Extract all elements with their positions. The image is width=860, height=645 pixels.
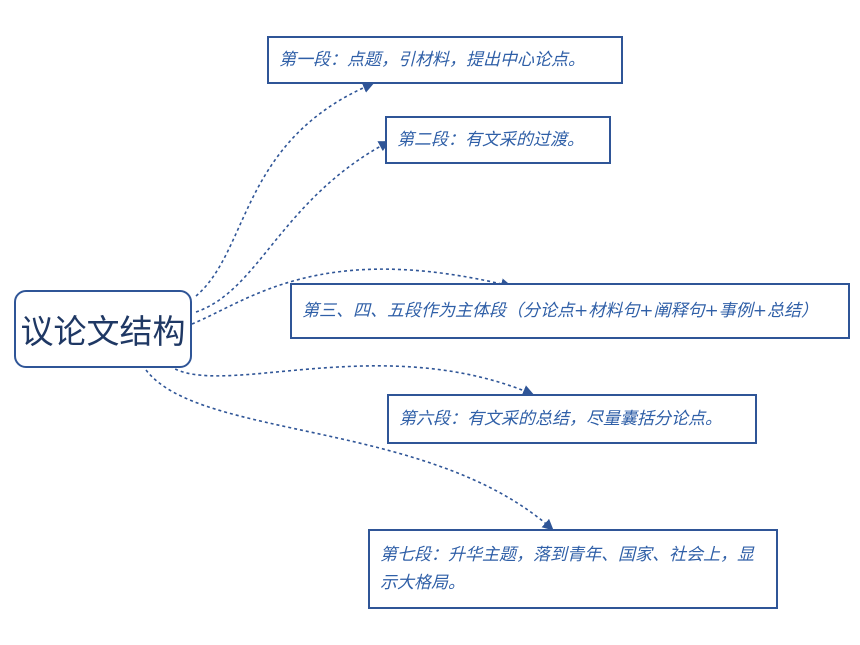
node-paragraph-7: 第七段：升华主题，落到青年、国家、社会上，显示大格局。 [368,529,778,609]
root-node-label: 议论文结构 [20,312,186,351]
connector-to-node-4 [169,365,535,396]
node-paragraph-1: 第一段：点题，引材料，提出中心论点。 [267,36,623,84]
connector-to-node-1 [195,82,375,297]
root-node-essay-structure: 议论文结构 [14,290,192,368]
node-label: 第七段：升华主题，落到青年、国家、社会上，显示大格局。 [380,545,754,593]
connector-to-node-2 [195,140,390,313]
node-paragraphs-3-5: 第三、四、五段作为主体段（分论点+材料句+阐释句+事例+总结） [290,283,850,339]
node-paragraph-2: 第二段：有文采的过渡。 [385,116,611,164]
connector-to-node-5 [145,369,554,531]
node-label: 第六段：有文采的总结，尽量囊括分论点。 [399,409,722,429]
node-label: 第三、四、五段作为主体段（分论点+材料句+阐释句+事例+总结） [302,301,818,321]
node-label: 第一段：点题，引材料，提出中心论点。 [279,50,585,70]
node-label: 第二段：有文采的过渡。 [397,130,584,150]
node-paragraph-6: 第六段：有文采的总结，尽量囊括分论点。 [387,394,757,444]
connector-to-node-3 [191,268,513,325]
